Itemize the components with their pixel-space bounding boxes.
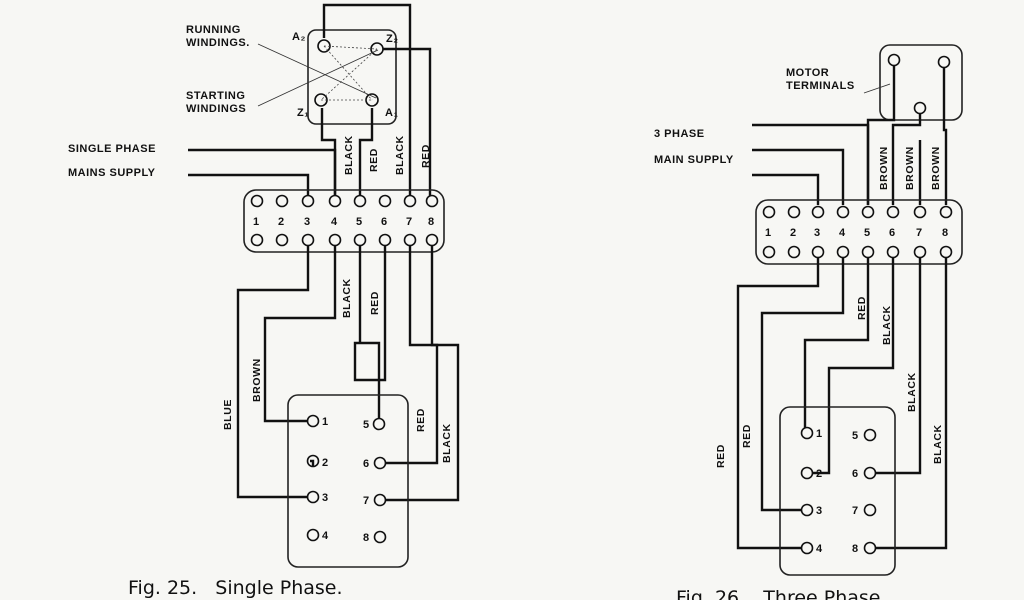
strip-number: 2 [790,227,796,239]
fig26-wire-red-left2: RED [715,444,727,468]
fig26-wire-brown-1: BROWN [878,146,890,190]
fig25-terminal-strip [243,189,445,253]
strip-number: 6 [889,227,895,239]
fig25-wire-red-a: RED [368,148,380,172]
fig25-wire-blue: BLUE [222,399,234,430]
fig26-strip-terminals [762,205,953,259]
strip-number: 1 [253,216,259,228]
fig25-a1-label: A₁ [385,107,399,119]
fig25-wire-red-low: RED [369,291,381,315]
fig26-motor-terminals-text: MOTOR [786,67,829,79]
switch-number: 8 [852,543,858,555]
strip-number: 7 [916,227,922,239]
strip-number: 3 [814,227,820,239]
fig26-wire-red-mid: RED [856,296,868,320]
fig25-caption: Fig. 25. Single Phase. [128,577,343,599]
fig26-wire-black-right: BLACK [932,424,944,464]
strip-number: 8 [428,216,434,228]
fig25-supply-line1: SINGLE PHASE [68,143,156,155]
switch-number: 7 [852,505,858,517]
switch-number: 7 [363,495,369,507]
fig26-terminal-strip [755,199,963,265]
fig26-motor-terminals-text-line: TERMINALS [786,80,855,92]
fig25-wire-brown: BROWN [251,358,263,402]
fig26-wire-brown-3: BROWN [930,146,942,190]
fig26-strip-numbers: 1 2 3 4 5 6 7 8 [765,227,948,239]
switch-number: 5 [852,430,858,442]
fig25-strip-terminals [250,194,439,247]
fig26-wire-brown-2: BROWN [904,146,916,190]
strip-number: 2 [278,216,284,228]
switch-number: 3 [816,505,822,517]
switch-number: 4 [816,543,823,555]
fig25-a2-label: A₂ [292,31,306,43]
fig25-starting-windings-text: STARTING [186,90,245,102]
fig25-motor-terminal-box [307,29,397,125]
fig25-running-windings-text: RUNNING [186,24,241,36]
fig25-wire-red-right: RED [415,408,427,432]
strip-number: 4 [839,227,846,239]
fig26-supply-line1: 3 PHASE [654,128,705,140]
strip-number: 5 [356,216,362,228]
fig26-caption: Fig. 26. Three Phase. [676,587,887,600]
switch-number: 6 [363,458,369,470]
fig25-wire-black-right: BLACK [441,423,453,463]
switch-number: 1 [816,428,822,440]
fig26-wire-black-mid: BLACK [881,305,893,345]
fig25-running-windings-text-line: WINDINGS. [186,37,250,49]
switch-number: 2 [816,468,822,480]
fig26-wire-red-left1: RED [741,424,753,448]
switch-number: 5 [363,419,369,431]
strip-number: 7 [406,216,412,228]
strip-number: 6 [381,216,387,228]
strip-number: 3 [304,216,310,228]
switch-number: 6 [852,468,858,480]
strip-number: 1 [765,227,771,239]
fig25-z1-label: Z₁ [297,107,309,119]
switch-number: 3 [322,492,328,504]
fig25-wire-black-a: BLACK [343,135,355,175]
switch-number: 8 [363,532,369,544]
strip-number: 5 [864,227,870,239]
fig25-switch-box [287,394,409,568]
fig25-wire-red-b: RED [420,144,432,168]
fig25-starting-windings-text-line: WINDINGS [186,103,246,115]
fig25-z2-label: Z₂ [386,33,399,45]
switch-number: 4 [322,530,329,542]
fig25-strip-numbers: 1 2 3 4 5 6 7 8 [253,216,434,228]
fig25-wire-black-low: BLACK [341,278,353,318]
fig25-wire-black-b: BLACK [394,135,406,175]
fig25-supply-line2: MAINS SUPPLY [68,167,156,179]
fig26-switch-box [779,406,896,576]
switch-number: 2 [322,457,328,469]
fig26-supply-line2: MAIN SUPPLY [654,154,734,166]
strip-number: 8 [942,227,948,239]
fig26-wire-black-mid2: BLACK [906,372,918,412]
strip-number: 4 [331,216,338,228]
switch-number: 1 [322,416,328,428]
